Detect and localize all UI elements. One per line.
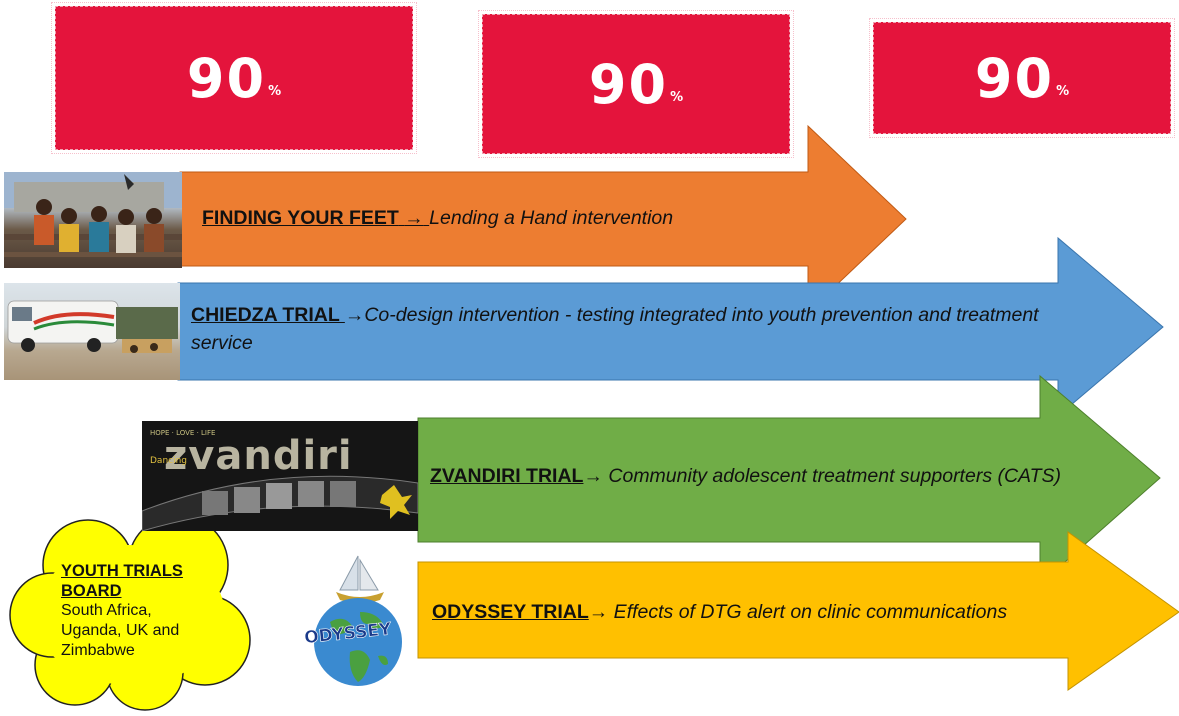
youth-board-countries: South Africa, Uganda, UK and Zimbabwe xyxy=(61,602,180,659)
trial-name: CHIEDZA TRIAL xyxy=(191,304,345,326)
target-box-3: 90% xyxy=(869,18,1175,138)
chiedza-label: CHIEDZA TRIAL →Co-design intervention - … xyxy=(191,301,1091,357)
arrow-odyssey xyxy=(417,531,1179,691)
target-value: 90 xyxy=(588,52,669,116)
odyssey-globe-logo: ODYSSEY xyxy=(300,552,410,692)
arrow-symbol: → xyxy=(588,601,609,623)
trial-description: Lending a Hand intervention xyxy=(429,207,674,229)
target-unit: % xyxy=(670,89,684,105)
finding-your-feet-label: FINDING YOUR FEET → Lending a Hand inter… xyxy=(202,204,802,232)
youth-board-cloud xyxy=(9,514,251,711)
trial-description: Effects of DTG alert on clinic communica… xyxy=(608,601,1008,623)
trial-name: FINDING YOUR FEET xyxy=(202,207,399,229)
odyssey-label: ODYSSEY TRIAL→ Effects of DTG alert on c… xyxy=(432,598,1152,626)
svg-text:HOPE · LOVE · LIFE: HOPE · LOVE · LIFE xyxy=(150,429,215,437)
zvandiri-logo-text: zvandiri xyxy=(164,433,353,479)
target-unit: % xyxy=(1056,83,1070,99)
svg-text:Dancing: Dancing xyxy=(150,456,187,466)
trial-description: Community adolescent treatment supporter… xyxy=(602,465,1062,487)
target-value: 90 xyxy=(974,46,1055,110)
youth-board-title-line1: YOUTH TRIALS xyxy=(61,562,183,580)
target-value: 90 xyxy=(186,46,267,110)
trial-description: Co-design intervention - testing integra… xyxy=(191,304,1039,354)
zvandiri-logo-collage: HOPE · LOVE · LIFE zvandiri Dancing xyxy=(142,421,418,531)
mobile-clinic-van-photo xyxy=(4,283,180,380)
zvandiri-label: ZVANDIRI TRIAL→ Community adolescent tre… xyxy=(430,462,1130,490)
arrow-chiedza xyxy=(177,236,1164,418)
target-box-2: 90% xyxy=(478,10,794,158)
group-of-young-people-photo xyxy=(4,172,182,268)
arrow-symbol: → xyxy=(344,304,365,326)
trial-name: ZVANDIRI TRIAL xyxy=(430,465,584,487)
youth-board-text: YOUTH TRIALS BOARD South Africa, Uganda,… xyxy=(61,561,236,661)
youth-board-title-line2: BOARD xyxy=(61,582,122,600)
arrow-symbol: → xyxy=(583,465,603,487)
target-unit: % xyxy=(268,83,282,99)
arrow-finding-your-feet xyxy=(179,124,907,314)
arrow-symbol: → xyxy=(404,207,424,229)
trial-name: ODYSSEY TRIAL xyxy=(432,601,589,623)
target-box-1: 90% xyxy=(51,2,417,154)
arrow-zvandiri xyxy=(417,374,1161,586)
